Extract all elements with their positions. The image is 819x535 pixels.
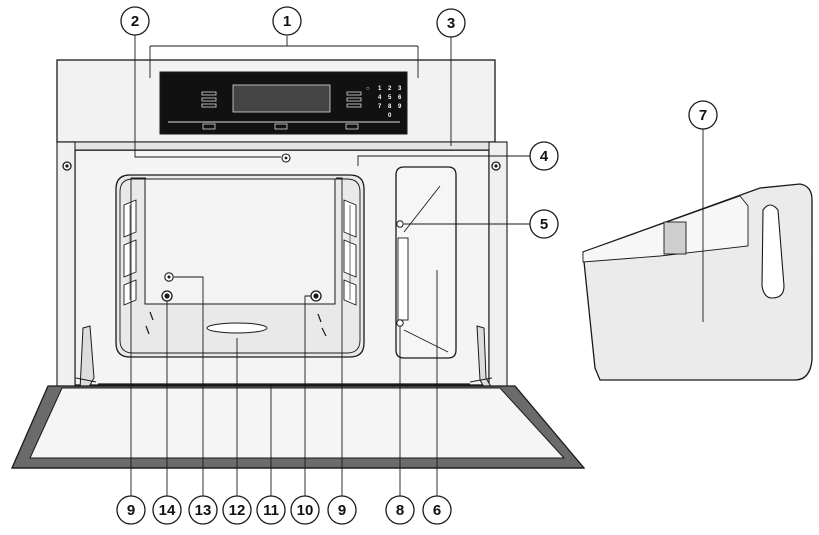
callout-2: 2 bbox=[120, 6, 150, 36]
container-handle bbox=[761, 204, 785, 299]
callouts: 1 2 3 4 5 7 9 14 bbox=[116, 6, 718, 525]
callout-5: 5 bbox=[529, 209, 559, 239]
callout-label: 4 bbox=[540, 148, 549, 165]
callout-label: 11 bbox=[263, 502, 279, 519]
key-label: 6 bbox=[398, 95, 402, 101]
callout-label: 7 bbox=[699, 107, 707, 124]
door-hinges bbox=[75, 325, 495, 395]
callout-label: 9 bbox=[127, 502, 135, 519]
water-container bbox=[582, 183, 813, 381]
opened-door bbox=[11, 383, 586, 469]
callout-label: 13 bbox=[195, 502, 212, 519]
key-label: 5 bbox=[388, 95, 392, 101]
right-sensor-buttons bbox=[346, 91, 362, 108]
callout-9-right: 9 bbox=[327, 495, 357, 525]
number-keypad: ○ 1 2 3 4 5 6 7 8 9 0 bbox=[366, 86, 402, 119]
callout-label: 9 bbox=[338, 502, 346, 519]
callout-label: 5 bbox=[540, 216, 548, 233]
callout-label: 2 bbox=[131, 13, 139, 30]
leader-lines bbox=[130, 34, 704, 498]
callout-6: 6 bbox=[422, 495, 452, 525]
function-strip bbox=[168, 121, 400, 130]
callout-7: 7 bbox=[688, 100, 718, 130]
key-label: 2 bbox=[388, 86, 392, 92]
callout-10: 10 bbox=[290, 495, 320, 525]
callout-9-left: 9 bbox=[116, 495, 146, 525]
callout-label: 3 bbox=[447, 15, 455, 32]
right-shelf-runner bbox=[343, 199, 357, 306]
water-container-compartment bbox=[395, 166, 457, 359]
key-label: 7 bbox=[378, 104, 382, 110]
floor-slots bbox=[145, 311, 327, 337]
key-label: 1 bbox=[378, 86, 382, 92]
lower-connector bbox=[396, 319, 404, 327]
callout-8: 8 bbox=[385, 495, 415, 525]
key-label: 0 bbox=[388, 113, 392, 119]
floor-dish bbox=[206, 322, 268, 334]
key-label: 4 bbox=[378, 95, 382, 101]
left-sensor-buttons bbox=[201, 91, 217, 108]
callout-11: 11 bbox=[256, 495, 286, 525]
key-label: 8 bbox=[388, 104, 392, 110]
callout-label: 14 bbox=[159, 502, 176, 519]
callout-label: 6 bbox=[433, 502, 441, 519]
display-window bbox=[232, 84, 331, 113]
key-label: ○ bbox=[366, 86, 370, 92]
upper-connector bbox=[396, 220, 404, 228]
callout-label: 10 bbox=[297, 502, 314, 519]
callout-label: 12 bbox=[229, 502, 246, 519]
power-icon bbox=[202, 123, 216, 130]
steam-icon bbox=[274, 123, 288, 130]
callout-1: 1 bbox=[272, 6, 302, 36]
callout-3: 3 bbox=[436, 8, 466, 38]
key-label: 3 bbox=[398, 86, 402, 92]
callout-label: 1 bbox=[283, 13, 291, 30]
timer-icon bbox=[345, 123, 359, 130]
callout-13: 13 bbox=[188, 495, 218, 525]
oven-cavity bbox=[115, 174, 365, 358]
control-panel: ○ 1 2 3 4 5 6 7 8 9 0 bbox=[56, 59, 496, 143]
callout-12: 12 bbox=[222, 495, 252, 525]
container-lid bbox=[663, 221, 687, 255]
left-shelf-runner bbox=[123, 199, 137, 306]
callout-14: 14 bbox=[152, 495, 182, 525]
callout-label: 8 bbox=[396, 502, 404, 519]
key-label: 9 bbox=[398, 104, 402, 110]
callout-4: 4 bbox=[529, 141, 559, 171]
